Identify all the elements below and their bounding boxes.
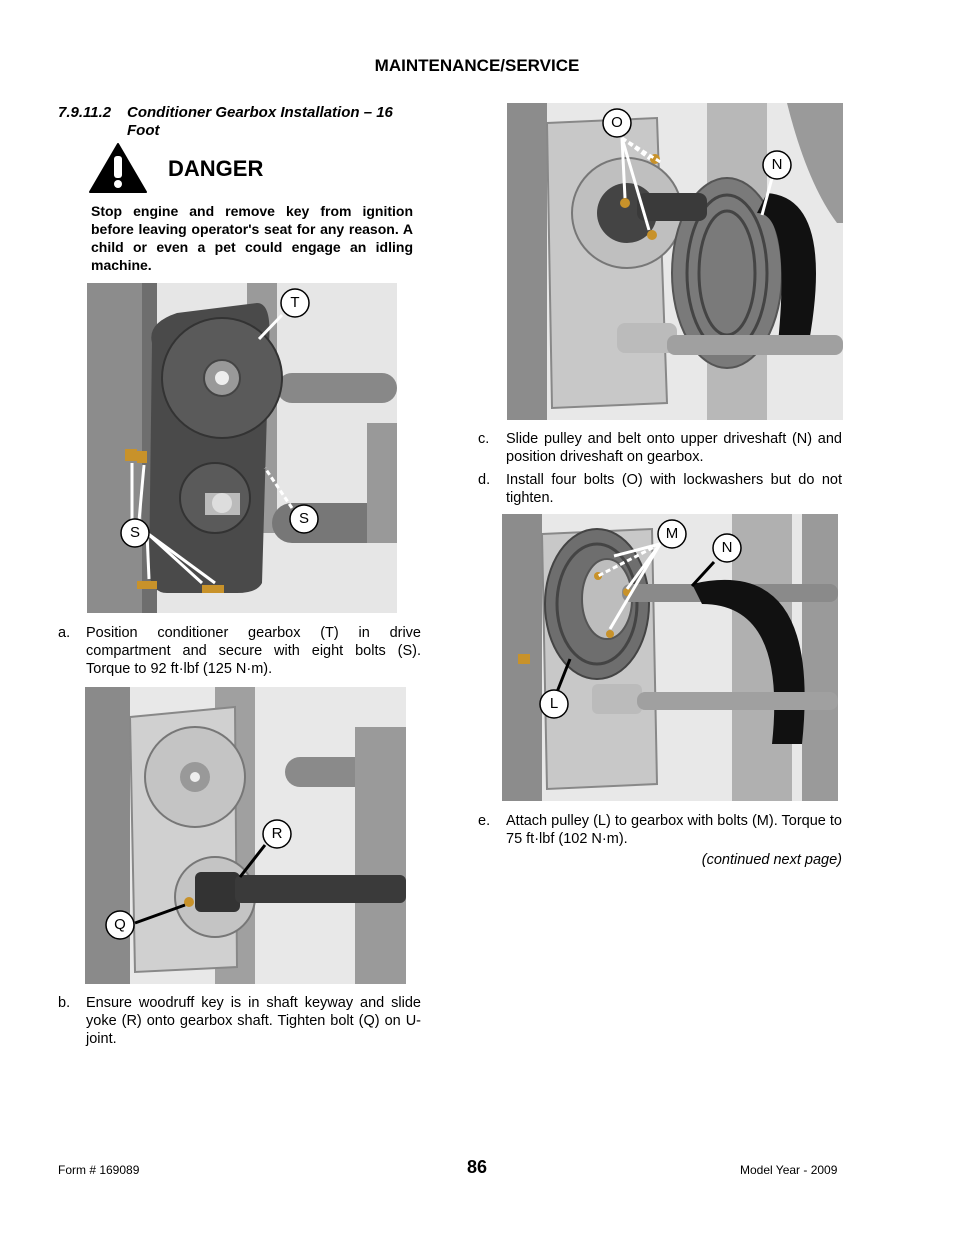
- step-a-text: Position conditioner gearbox (T) in driv…: [86, 625, 421, 677]
- step-b: b. Ensure woodruff key is in shaft keywa…: [58, 994, 421, 1050]
- callout-l: L: [549, 695, 559, 712]
- step-b-letter: b.: [58, 995, 71, 1011]
- figure-driveshaft-install: O N: [507, 103, 843, 420]
- callout-s-right: S: [298, 510, 309, 527]
- step-b-text: Ensure woodruff key is in shaft keyway a…: [86, 995, 421, 1047]
- section-number: 7.9.11.2: [58, 104, 112, 121]
- callout-s-left: S: [129, 524, 140, 541]
- callout-q: Q: [114, 916, 126, 933]
- step-c-text: Slide pulley and belt onto upper drivesh…: [506, 431, 842, 465]
- step-a: a. Position conditioner gearbox (T) in d…: [58, 624, 421, 680]
- danger-text: Stop engine and remove key from ignition…: [91, 203, 413, 273]
- step-d-text: Install four bolts (O) with lockwashers …: [506, 472, 842, 506]
- step-c: c. Slide pulley and belt onto upper driv…: [478, 430, 842, 468]
- figure-gearbox-install: T S S: [87, 283, 397, 613]
- step-c-letter: c.: [478, 431, 490, 447]
- danger-word: DANGER: [168, 156, 264, 181]
- step-e-letter: e.: [478, 813, 491, 829]
- section-title: Conditioner Gearbox Installation – 16 Fo…: [127, 104, 393, 139]
- page-number: 86: [466, 1157, 488, 1177]
- form-number: Form # 169089: [58, 1163, 140, 1177]
- callout-n: N: [771, 156, 783, 173]
- callout-m: M: [665, 525, 679, 542]
- continued-note: (continued next page): [701, 852, 842, 868]
- step-d-letter: d.: [478, 472, 491, 488]
- page-header: MAINTENANCE/SERVICE: [374, 56, 580, 75]
- step-e: e. Attach pulley (L) to gearbox with bol…: [478, 812, 842, 850]
- callout-r: R: [271, 825, 283, 842]
- callout-t: T: [290, 294, 300, 311]
- figure-yoke-install: R Q: [85, 687, 406, 984]
- callout-o: O: [611, 114, 623, 131]
- step-e-text: Attach pulley (L) to gearbox with bolts …: [506, 813, 842, 847]
- model-year: Model Year - 2009: [740, 1163, 838, 1177]
- warning-triangle-icon: [89, 143, 147, 193]
- callout-n: N: [721, 539, 733, 556]
- step-a-letter: a.: [58, 625, 71, 641]
- figure-pulley-install: M N L: [502, 514, 838, 801]
- step-d: d. Install four bolts (O) with lockwashe…: [478, 471, 842, 509]
